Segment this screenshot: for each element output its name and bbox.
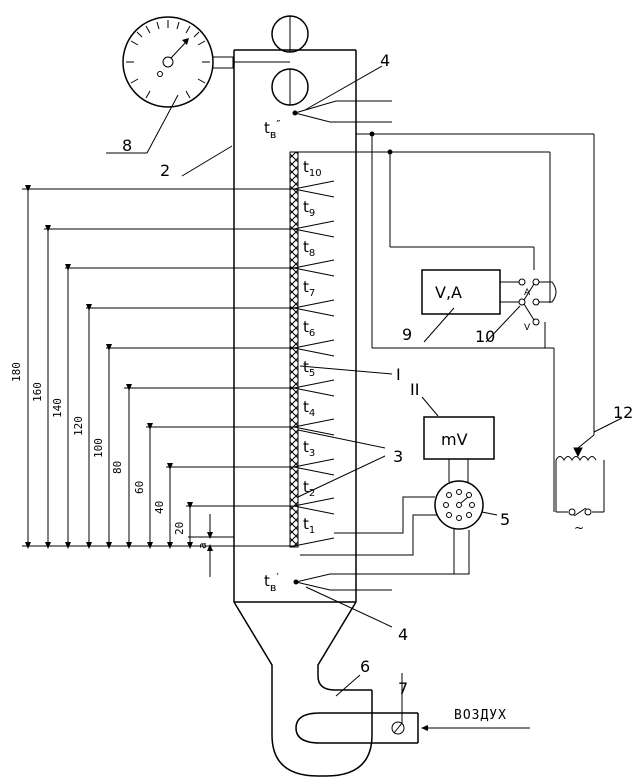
air-temp-probe-bottom [293, 530, 470, 628]
air-inlet [295, 673, 530, 744]
svg-text:mV: mV [441, 430, 468, 449]
label-4-bottom: 4 [398, 625, 408, 644]
gauge-connector [212, 56, 234, 69]
top-pressure-probes [271, 15, 309, 106]
power-wiring [298, 131, 595, 512]
label-4-top: 4 [380, 51, 390, 70]
height-label-100: 100 [92, 438, 105, 458]
label-6: 6 [360, 657, 370, 676]
label-7: 7 [398, 679, 408, 698]
switch-label-a: A [524, 288, 531, 298]
va-meter: V,A [421, 269, 519, 343]
label-8: 8 [122, 136, 132, 155]
small-dimension-label: a [196, 542, 209, 549]
thermocouple-label-8: t8 [303, 238, 315, 259]
thermocouple-label-1: t1 [303, 515, 315, 536]
thermocouple-label-2: t2 [303, 478, 315, 499]
label-9: 9 [402, 325, 412, 344]
air-temp-label-bottom: tв′ [264, 571, 279, 594]
thermocouple-label-9: t9 [303, 198, 315, 219]
air-label: ВОЗДУХ [454, 708, 507, 723]
switch-label-v: V [524, 323, 531, 333]
label-3: 3 [393, 447, 403, 466]
pressure-gauge [106, 16, 290, 154]
thermocouple-label-4: t4 [303, 398, 315, 419]
thermocouple-label-5: t5 [303, 358, 315, 379]
autotransformer [555, 417, 623, 517]
gauge-ticks [126, 20, 210, 99]
thermocouple-label-10: t10 [303, 158, 322, 179]
label-roman-2: II [410, 380, 419, 399]
thermocouple-selector [300, 480, 498, 574]
main-tube [181, 49, 373, 777]
label-5: 5 [500, 510, 510, 529]
label-12: 12 [613, 403, 633, 422]
height-label-60: 60 [133, 481, 146, 494]
height-label-180: 180 [10, 362, 23, 382]
thermocouple-label-3: t3 [303, 438, 315, 459]
label-roman-1: I [396, 365, 401, 384]
height-label-40: 40 [153, 501, 166, 514]
meter-switch [485, 278, 557, 343]
heated-rod [289, 151, 299, 548]
height-labels: 180 160 140 120 100 80 60 40 20 a [10, 362, 209, 549]
label-10: 10 [475, 327, 495, 346]
thermocouple-leads [22, 180, 335, 547]
height-label-80: 80 [111, 461, 124, 474]
height-dimensions [25, 185, 234, 577]
thermocouple-label-7: t7 [303, 278, 315, 299]
air-temp-label-top: tв″ [264, 118, 280, 141]
mv-meter: mV [421, 396, 495, 482]
thermocouple-label-6: t6 [303, 318, 315, 339]
air-temp-probe-top [292, 65, 392, 123]
height-label-120: 120 [72, 416, 85, 436]
height-label-140: 140 [51, 398, 64, 418]
height-label-160: 160 [31, 382, 44, 402]
thermocouple-labels: t10 t9 t8 t7 t6 t5 t4 t3 t2 t1 [303, 158, 322, 536]
height-label-20: 20 [173, 522, 186, 535]
ac-symbol: ~ [574, 521, 584, 535]
label-2: 2 [160, 161, 170, 180]
gauge-needle [170, 41, 187, 59]
svg-text:V,A: V,A [435, 283, 462, 302]
leader-lines [297, 365, 393, 498]
